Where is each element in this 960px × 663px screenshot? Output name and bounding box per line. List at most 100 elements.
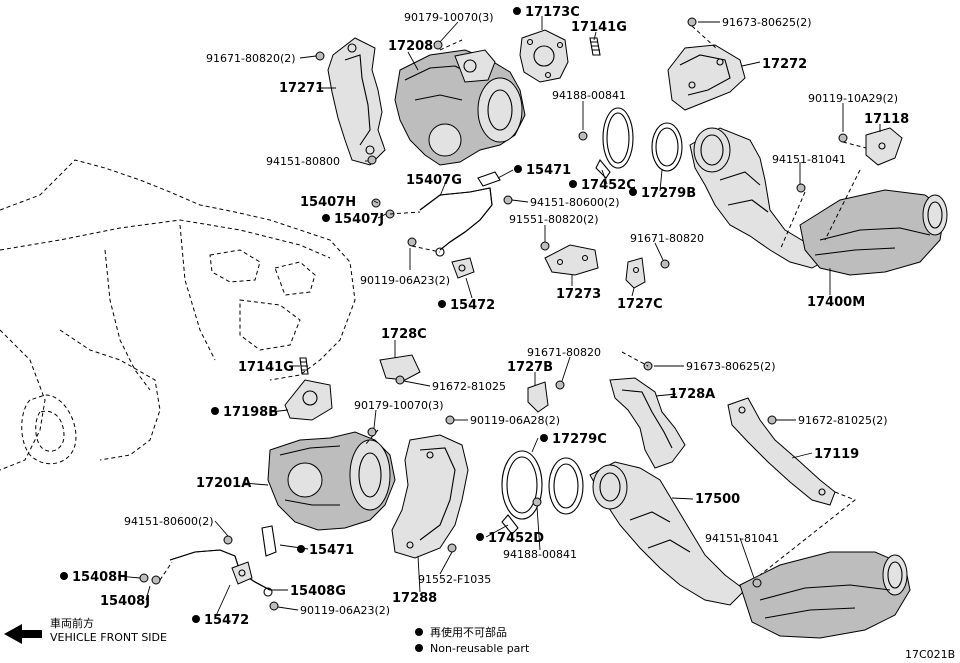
- non-reusable-mark: [513, 7, 521, 15]
- label-l39: 17279C: [552, 432, 607, 447]
- label-l29: 91671-80820: [527, 346, 601, 359]
- bracket-17119: [727, 397, 836, 506]
- label-l54: 90119-06A23(2): [300, 604, 390, 617]
- label-l43: 94151-80600(2): [124, 515, 214, 528]
- label-l34: 1728A: [669, 387, 715, 402]
- label-l50: 91552-F1035: [418, 573, 491, 586]
- non-reusable-mark: [569, 180, 577, 188]
- label-l49: 15408G: [290, 584, 346, 599]
- legend-dot-icon: [415, 644, 423, 652]
- vehicle-front-en: VEHICLE FRONT SIDE: [50, 631, 167, 644]
- bolts-bottom: [139, 361, 777, 611]
- label-l41: 17201A: [196, 476, 251, 491]
- non-reusable-mark: [476, 533, 484, 541]
- non-reusable-mark: [540, 434, 548, 442]
- gasket-17198b: [284, 379, 333, 421]
- label-l08: 17271: [279, 81, 324, 96]
- label-l38: 91672-81025(2): [798, 414, 888, 427]
- label-l45: 17452D: [488, 531, 544, 546]
- label-l24: 17273: [556, 287, 601, 302]
- label-l07: 17272: [762, 57, 807, 72]
- label-l03: 17141G: [571, 20, 627, 35]
- legend-dot-icon: [415, 628, 423, 636]
- oil-pipe-15408g: [169, 525, 277, 597]
- label-l09: 94188-00841: [552, 89, 626, 102]
- label-l28: 1728C: [381, 327, 427, 342]
- label-l15: 15407G: [406, 173, 462, 188]
- non-reusable-mark: [438, 300, 446, 308]
- legend-en: Non-reusable part: [430, 642, 530, 655]
- label-l17: 17279B: [641, 186, 696, 201]
- bracket-1727c: [625, 257, 646, 289]
- clamp-17452c: [595, 107, 634, 179]
- guide-lines-bottom: [159, 351, 856, 581]
- engine-block-outline: [0, 159, 356, 471]
- label-l31: 17141G: [238, 360, 294, 375]
- label-l13: 15471: [526, 163, 571, 178]
- label-l46: 94188-00841: [503, 548, 577, 561]
- turbocharger-17201a: [267, 431, 396, 531]
- label-l35: 17198B: [223, 405, 278, 420]
- label-l33: 1727B: [507, 360, 553, 375]
- non-reusable-mark: [192, 615, 200, 623]
- legend-jp: 再使用不可部品: [430, 625, 507, 639]
- clamp-17452d: [501, 450, 543, 535]
- catalytic-converter-17400m: [689, 127, 948, 276]
- gasket-15472-top: [451, 257, 475, 279]
- label-l27: 17400M: [807, 295, 865, 310]
- label-l23: 90119-06A23(2): [360, 274, 450, 287]
- label-l21: 91551-80820(2): [509, 213, 599, 226]
- label-l16: 17452C: [581, 178, 636, 193]
- gasket-15472-bottom: [231, 561, 253, 585]
- bracket-1727b: [527, 381, 549, 413]
- label-l19: 94151-80600(2): [530, 196, 620, 209]
- bracket-1728c: [379, 354, 421, 381]
- label-l06: 17208: [388, 39, 433, 54]
- label-l47: 94151-81041: [705, 532, 779, 545]
- gasket-ring-17279b: [651, 122, 683, 172]
- bracket-17273: [544, 244, 599, 276]
- stud-17141g-bottom: [299, 357, 309, 375]
- catalytic-converter-17500: [589, 461, 911, 639]
- label-l22: 91671-80820: [630, 232, 704, 245]
- label-l32: 91672-81025: [432, 380, 506, 393]
- vehicle-front-jp: 車両前方: [50, 616, 94, 630]
- bolts-top: [315, 17, 848, 269]
- non-reusable-mark: [514, 165, 522, 173]
- label-l26: 1727C: [617, 297, 663, 312]
- label-l52: 17288: [392, 591, 437, 606]
- heat-insulator-1728a: [609, 377, 686, 469]
- heat-insulator-17272: [667, 44, 746, 111]
- guide-lines-top: [389, 25, 867, 253]
- label-l04: 91673-80625(2): [722, 16, 812, 29]
- label-l20: 15407J: [334, 212, 384, 227]
- label-l40: 17119: [814, 447, 859, 462]
- non-reusable-mark: [211, 407, 219, 415]
- non-reusable-mark: [60, 572, 68, 580]
- label-l37: 90119-06A28(2): [470, 414, 560, 427]
- label-l02: 17173C: [525, 5, 580, 20]
- label-l53: 15472: [204, 613, 249, 628]
- label-l42: 17500: [695, 492, 740, 507]
- label-l48: 15408H: [72, 570, 128, 585]
- label-l51: 15408J: [100, 594, 150, 609]
- bracket-17118: [865, 127, 903, 166]
- heat-insulator-17271: [327, 37, 386, 166]
- vehicle-front-indicator: 車両前方 VEHICLE FRONT SIDE: [4, 616, 167, 644]
- label-l05: 91671-80820(2): [206, 52, 296, 65]
- turbocharger-17208: [394, 49, 526, 166]
- heat-insulator-17288: [391, 434, 469, 559]
- non-reusable-mark: [322, 214, 330, 222]
- label-l36: 90179-10070(3): [354, 399, 444, 412]
- oil-pipe-15407g: [419, 171, 501, 257]
- label-l25: 15472: [450, 298, 495, 313]
- label-l10: 90119-10A29(2): [808, 92, 898, 105]
- label-l18: 15407H: [300, 195, 356, 210]
- gasket-ring-17279c: [548, 457, 584, 515]
- non-reusable-mark: [629, 188, 637, 196]
- diagram-code: 17C021B: [905, 648, 955, 661]
- leader-lines: [117, 16, 881, 619]
- non-reusable-mark: [297, 545, 305, 553]
